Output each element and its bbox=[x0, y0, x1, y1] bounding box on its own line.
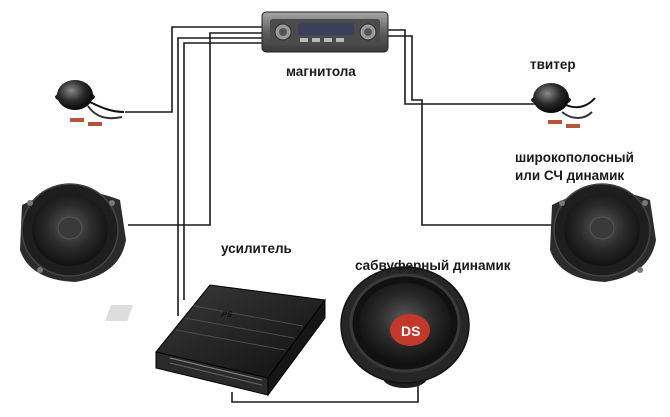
wire-headunit-to-amp-b bbox=[183, 42, 265, 300]
wire-headunit-to-right-tweeter bbox=[385, 29, 535, 105]
right-woofer bbox=[550, 183, 656, 282]
right-tweeter bbox=[531, 83, 596, 128]
wires bbox=[125, 26, 552, 403]
amp-heatsink-fins bbox=[175, 305, 304, 351]
wire-headunit-to-left-tweeter bbox=[125, 26, 265, 113]
wire-amp-to-subwoofer bbox=[231, 382, 419, 403]
wire-headunit-to-left-woofer bbox=[128, 32, 265, 226]
subwoofer-label: сабвуферный динамик bbox=[355, 258, 511, 273]
wire-headunit-to-right-woofer bbox=[385, 35, 552, 226]
subwoofer-logo: DS bbox=[401, 323, 420, 339]
subwoofer: DS bbox=[340, 266, 470, 388]
amplifier: PS bbox=[105, 284, 326, 397]
left-woofer bbox=[20, 183, 126, 282]
head-unit-display bbox=[298, 23, 354, 35]
head-unit-label: магнитола bbox=[286, 64, 356, 79]
amplifier-label: усилитель bbox=[221, 241, 292, 256]
amp-logo: PS bbox=[220, 310, 234, 319]
tweeter-label: твитер bbox=[530, 57, 576, 72]
fullrange-label-line2: или СЧ динамик bbox=[515, 168, 625, 183]
head-unit bbox=[261, 11, 389, 53]
wire-headunit-to-amp-a bbox=[177, 37, 265, 316]
fullrange-label-line1: широкополосный bbox=[515, 150, 634, 165]
left-tweeter bbox=[55, 80, 125, 126]
